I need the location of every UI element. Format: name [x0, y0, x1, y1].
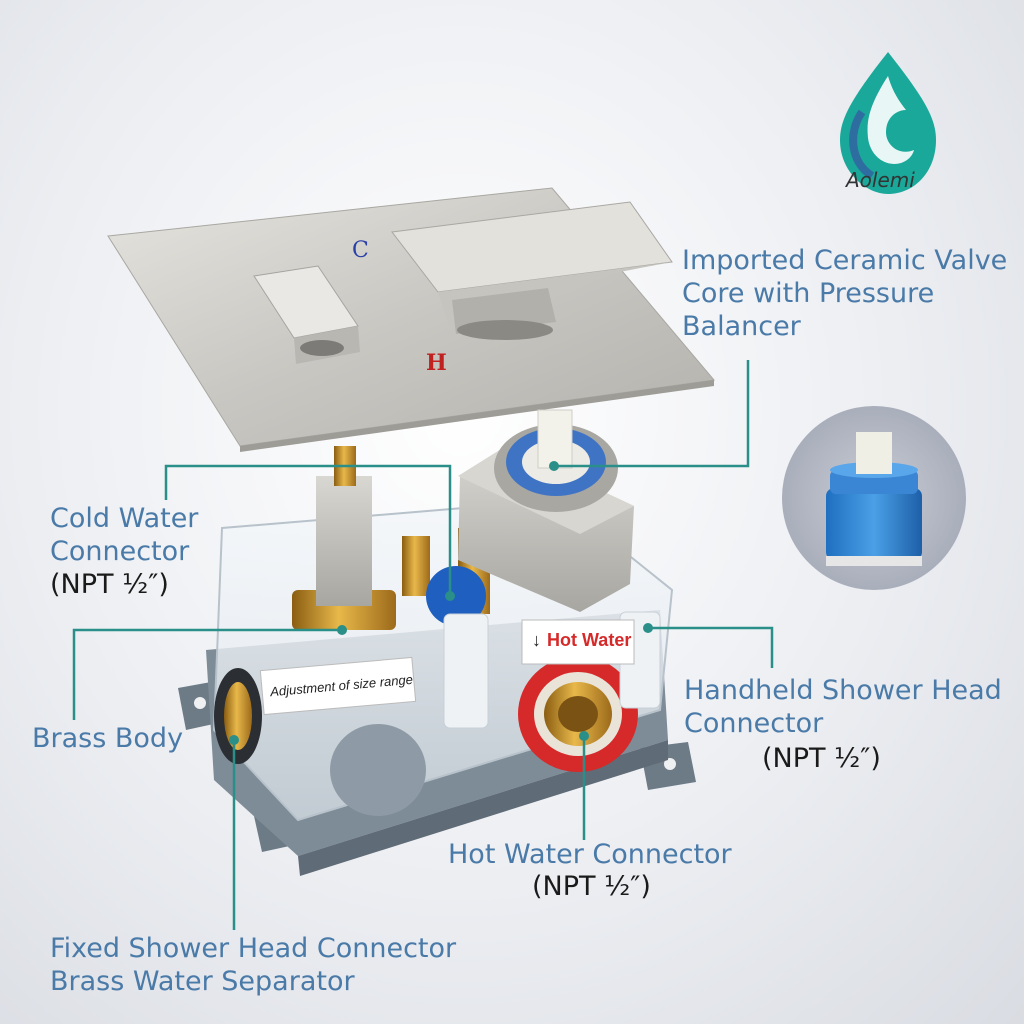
- plate-hot-mark: H: [426, 350, 447, 376]
- callout-line-cold: [164, 464, 452, 596]
- brand-name: Aolemi: [846, 168, 915, 192]
- hot-water-sticker: ↓ Hot Water: [532, 630, 631, 651]
- callout-dots: [229, 461, 653, 745]
- callout-handheld-line2: Connector: [684, 708, 824, 739]
- hot-water-sticker-text: Hot Water: [547, 630, 632, 650]
- callout-fixed-line2: Brass Water Separator: [50, 966, 355, 997]
- callout-fixed-line1: Fixed Shower Head Connector: [50, 933, 457, 964]
- cover-plate: [107, 187, 715, 452]
- callout-ceramic-line2: Core with Pressure: [682, 278, 935, 309]
- callout-cold-water: Cold Water Connector (NPT ½″): [50, 502, 198, 601]
- callout-ceramic-core: Imported Ceramic Valve Core with Pressur…: [682, 244, 1007, 343]
- ceramic-cartridge-image: [782, 406, 966, 590]
- callout-handheld-line1: Handheld Shower Head: [684, 675, 1002, 706]
- down-arrow-icon: ↓: [532, 630, 541, 650]
- plate-cold-mark: C: [352, 238, 369, 263]
- callout-handheld: Handheld Shower Head Connector: [684, 674, 1002, 740]
- callout-line-brass: [72, 628, 342, 720]
- valve-box: [178, 409, 696, 876]
- callout-line-ceramic: [554, 360, 750, 468]
- aolemi-logo-icon: [840, 52, 936, 194]
- callout-cold-line2: Connector: [50, 536, 190, 567]
- callout-handheld-spec: (NPT ½″): [762, 743, 881, 774]
- callout-fixed-shower: Fixed Shower Head Connector Brass Water …: [50, 932, 456, 998]
- callout-cold-spec: (NPT ½″): [50, 569, 169, 600]
- callout-line-handheld: [648, 626, 774, 668]
- callout-ceramic-line1: Imported Ceramic Valve: [682, 245, 1008, 276]
- callout-brass-body: Brass Body: [32, 723, 184, 754]
- callout-ceramic-line3: Balancer: [682, 311, 801, 342]
- callout-hot-water: Hot Water Connector: [448, 839, 732, 870]
- callout-cold-line1: Cold Water: [50, 503, 199, 534]
- callout-lines: [72, 360, 774, 930]
- callout-hot-water-spec: (NPT ½″): [532, 871, 651, 902]
